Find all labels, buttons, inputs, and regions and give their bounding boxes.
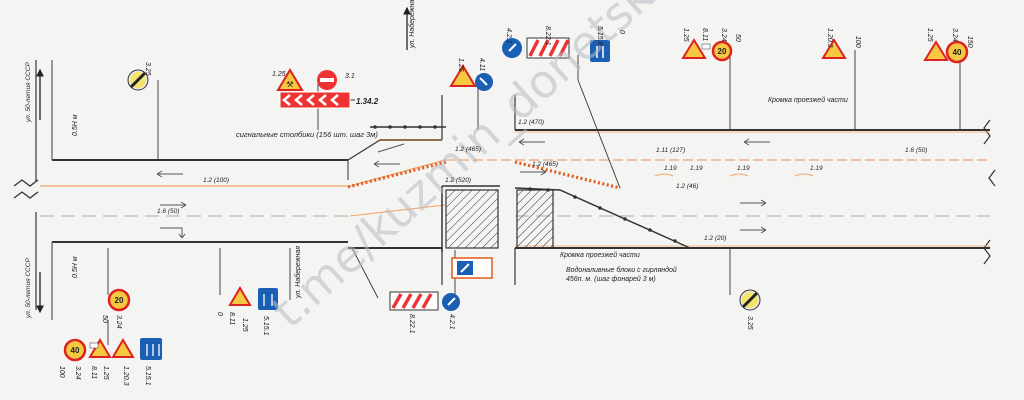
sign-group-bottom-mid: [228, 286, 278, 310]
svg-text:20: 20: [718, 47, 727, 56]
svg-text:1.2 (520): 1.2 (520): [445, 177, 471, 184]
signal-posts-right: [514, 160, 621, 190]
svg-text:1.20.3: 1.20.3: [122, 366, 129, 386]
sign-hatched-board-top: [526, 37, 570, 59]
sign-roadworks-2: [449, 64, 477, 87]
svg-text:1.19: 1.19: [810, 165, 823, 172]
svg-text:1.2 (465): 1.2 (465): [455, 146, 481, 153]
right-break: [983, 119, 996, 265]
svg-text:40: 40: [953, 48, 962, 57]
svg-text:1.25: 1.25: [457, 58, 464, 72]
svg-text:100: 100: [58, 366, 65, 378]
sign-detour-panel: [451, 257, 493, 279]
svg-text:0: 0: [618, 30, 625, 34]
svg-text:1.2 (470): 1.2 (470): [518, 119, 544, 126]
svg-text:8.11: 8.11: [90, 366, 97, 379]
post-dots-top: [373, 125, 437, 129]
svg-text:1.25: 1.25: [682, 28, 689, 42]
work-zone-right: [516, 189, 554, 249]
svg-text:40: 40: [71, 346, 80, 355]
svg-text:50: 50: [734, 34, 741, 42]
sign-posts: [107, 50, 961, 345]
svg-text:1.25: 1.25: [102, 366, 109, 380]
labels: сигнальные столбики (156 шт. шаг 3м) Кро…: [25, 0, 848, 319]
svg-text:1.6 (50): 1.6 (50): [905, 147, 927, 154]
label-sign-1342: 1.34.2: [356, 97, 379, 106]
svg-text:1.25: 1.25: [272, 71, 286, 78]
label-street-left-bottom: ул. 50-летия СССР: [25, 258, 32, 319]
sign-hatched-board-bottom: [389, 291, 439, 311]
svg-text:3.24: 3.24: [74, 366, 81, 380]
watermark: t.me/kuzmin_donetsk: [261, 0, 664, 338]
svg-text:1.19: 1.19: [664, 165, 677, 172]
svg-text:1.19: 1.19: [737, 165, 750, 172]
svg-text:0: 0: [216, 312, 223, 316]
label-signal-posts: сигнальные столбики (156 шт. шаг 3м): [236, 130, 378, 139]
sign-group-bottom-left: 40: [63, 338, 162, 362]
svg-text:1.25: 1.25: [241, 318, 248, 332]
svg-text:4.2.1: 4.2.1: [505, 28, 512, 44]
svg-text:1.11 (127): 1.11 (127): [656, 147, 685, 154]
svg-text:3.25: 3.25: [144, 62, 151, 76]
svg-text:1.19: 1.19: [690, 165, 703, 172]
svg-text:4.2.1: 4.2.1: [448, 314, 455, 330]
sign-keep-left-bottom: [442, 293, 460, 311]
svg-text:1.25: 1.25: [926, 28, 933, 42]
sign-roadworks-1: ⚒: [276, 68, 304, 91]
svg-text:8.11: 8.11: [701, 28, 708, 41]
sign-lane-direction-top: [590, 40, 610, 62]
sign-numbers: 3.25 1.25 3.1 1.25 4.11 4.2.1 8.22.1 5.1…: [58, 26, 973, 386]
sign-end-restrictions-top: [127, 69, 149, 91]
svg-text:1.2 (465): 1.2 (465): [532, 161, 558, 168]
label-road-edge-top: Кромка проезжей части: [768, 96, 848, 104]
left-cross-street: [13, 60, 53, 320]
sign-keep-right-top: [475, 73, 493, 91]
svg-text:5.15.1: 5.15.1: [262, 316, 269, 336]
svg-text:100: 100: [854, 36, 861, 48]
work-zone-left: [445, 189, 499, 249]
svg-text:8.22.1: 8.22.1: [544, 26, 551, 46]
svg-text:50: 50: [101, 315, 108, 323]
svg-text:5.15.6: 5.15.6: [596, 26, 603, 46]
label-street-bottom: ул. Набережная: [294, 246, 302, 299]
lane-labels: 1.2 (100) 1.6 (50) 1.2 (465) 1.2 (520) 1…: [157, 119, 927, 242]
svg-text:5.15.1: 5.15.1: [144, 366, 151, 386]
label-street-top: ул. Набережная: [408, 0, 416, 49]
svg-text:1.20.3: 1.20.3: [826, 28, 833, 48]
sign-chevron-board: [279, 91, 351, 109]
svg-text:3.24: 3.24: [951, 28, 958, 42]
arc-marks: [654, 173, 814, 177]
svg-text:1.2 (46): 1.2 (46): [676, 183, 698, 190]
svg-text:3.1: 3.1: [345, 73, 355, 80]
label-road-edge-bottom: Кромка проезжей части: [560, 251, 640, 259]
svg-text:3.24: 3.24: [720, 28, 727, 42]
svg-text:4.11: 4.11: [478, 58, 485, 71]
svg-text:1.6 (50): 1.6 (50): [157, 208, 179, 215]
svg-text:8.11: 8.11: [228, 312, 235, 325]
svg-text:3.25: 3.25: [746, 316, 753, 330]
lane-arrows: [156, 138, 770, 239]
svg-text:1.2 (20): 1.2 (20): [704, 235, 726, 242]
sign-keep-left-top: [502, 38, 522, 58]
sign-no-entry: [317, 70, 337, 90]
sign-end-restrictions-bottom: [739, 289, 761, 311]
svg-text:150: 150: [966, 36, 973, 48]
sign-speed-20-bottom: 20: [107, 288, 131, 312]
svg-text:20: 20: [115, 296, 124, 305]
svg-text:1.2 (100): 1.2 (100): [203, 177, 229, 184]
svg-text:⚒: ⚒: [286, 80, 293, 89]
svg-text:8.22.1: 8.22.1: [408, 314, 415, 334]
signal-posts-left: [347, 160, 447, 189]
sign-group-top-right: 20 40: [681, 38, 969, 64]
road-edges: [52, 95, 990, 285]
svg-text:0.5Н м: 0.5Н м: [72, 256, 79, 278]
lane-markings: [40, 131, 990, 247]
label-water-blocks-2: 456п. м. (шаг фонарей 3 м): [566, 275, 656, 283]
label-water-blocks-1: Водоналивные блоки с гирляндой: [566, 266, 677, 274]
svg-text:3.24: 3.24: [115, 315, 122, 329]
svg-text:0.5Н м: 0.5Н м: [72, 114, 79, 136]
label-street-left-top: ул. 50-летия СССР: [25, 62, 32, 123]
